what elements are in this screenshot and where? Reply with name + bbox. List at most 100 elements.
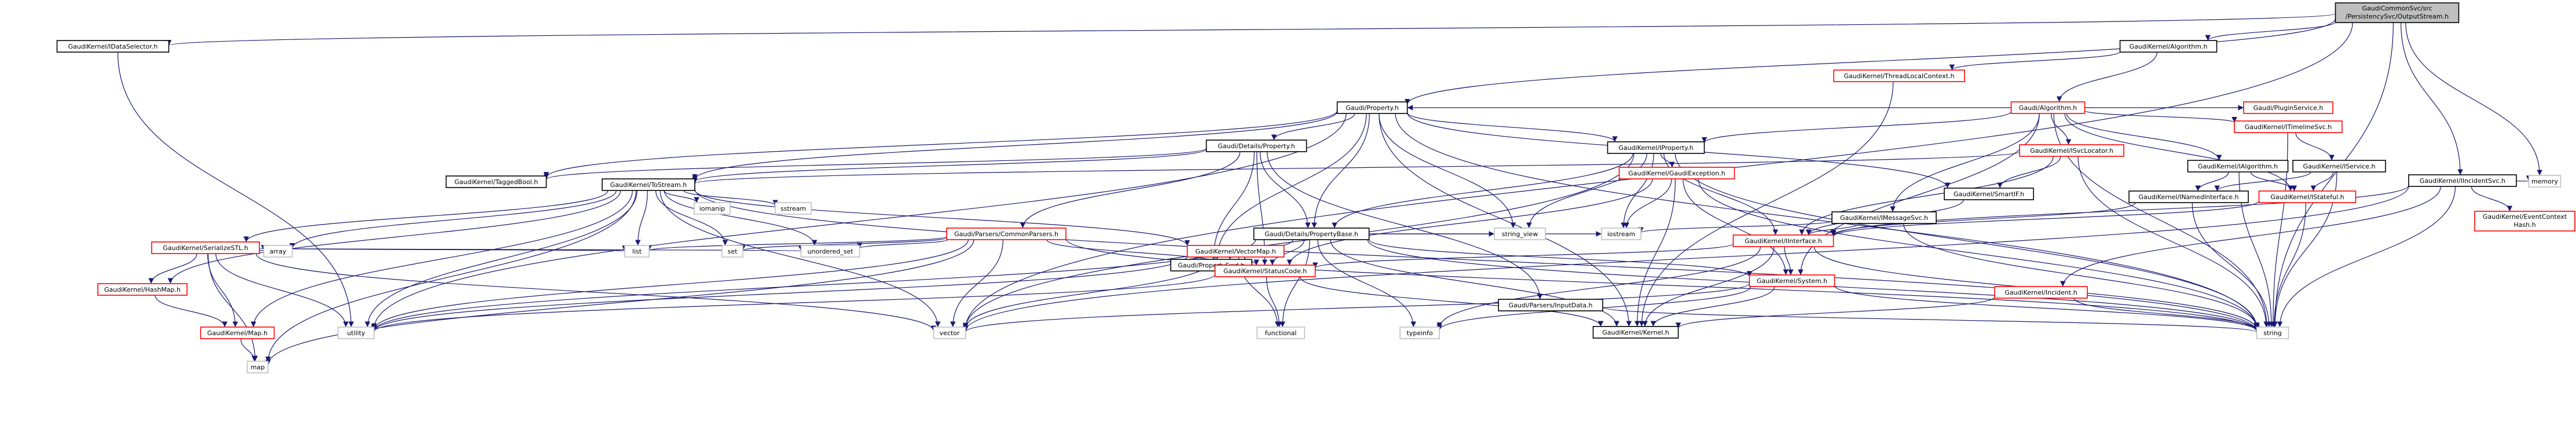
node-set: set bbox=[721, 245, 743, 258]
edge-galg-to-imsg bbox=[1890, 113, 2040, 212]
edge-tostr-to-set bbox=[655, 190, 728, 246]
node-label: GaudiKernel/IMessageSvc.h bbox=[1840, 214, 1928, 222]
node-iinc[interactable]: GaudiKernel/IIncidentSvc.h bbox=[2408, 174, 2517, 187]
node-dpbase[interactable]: Gaudi/Details/PropertyBase.h bbox=[1253, 227, 1370, 240]
node-label: unordered_set bbox=[807, 248, 853, 255]
node-box bbox=[56, 40, 170, 53]
edge-imsg-to-string bbox=[1903, 223, 2260, 328]
edge-serstl-to-gmap bbox=[207, 253, 239, 328]
edge-dpbase-to-functional bbox=[1280, 239, 1310, 328]
edge-serstl-to-unord bbox=[259, 245, 802, 252]
edge-iinc-to-string bbox=[2277, 186, 2456, 328]
node-box bbox=[2408, 174, 2517, 187]
node-tostr[interactable]: GaudiKernel/ToStream.h bbox=[602, 178, 695, 191]
node-serstl[interactable]: GaudiKernel/SerializeSTL.h bbox=[151, 241, 260, 254]
node-label: GaudiKernel/System.h bbox=[1757, 277, 1827, 285]
node-label: Gaudi/Property.h bbox=[1346, 104, 1398, 112]
edge-ialgh-to-galg bbox=[2056, 52, 2157, 102]
node-ialg[interactable]: GaudiKernel/IAlgorithm.h bbox=[2187, 160, 2289, 173]
edge-gprop-to-tostr bbox=[692, 111, 1338, 180]
node-iserv[interactable]: GaudiKernel/IService.h bbox=[2292, 160, 2386, 173]
node-label: utility bbox=[347, 329, 365, 337]
edge-tostr-to-sstream bbox=[683, 190, 778, 206]
edge-ialgh-to-tlc bbox=[1949, 51, 2121, 71]
edge-gprop-to-tagged bbox=[543, 110, 1338, 178]
node-gmap[interactable]: GaudiKernel/Map.h bbox=[200, 326, 275, 339]
edge-gexc-to-status bbox=[1287, 178, 1653, 266]
edge-status-to-utility bbox=[371, 274, 1216, 332]
node-imsg[interactable]: GaudiKernel/IMessageSvc.h bbox=[1831, 211, 1937, 224]
edge-iinc-to-iface bbox=[1830, 185, 2409, 237]
node-label: GaudiKernel/ISvcLocator.h bbox=[2030, 147, 2113, 155]
edge-inamed-to-string bbox=[2192, 202, 2272, 328]
edge-iface-to-typeinfo bbox=[1437, 246, 1761, 328]
edge-gprop-to-pfwd bbox=[1214, 113, 1367, 260]
node-kernel[interactable]: GaudiKernel/Kernel.h bbox=[1592, 326, 1679, 339]
edge-root-to-iinc bbox=[2401, 22, 2463, 175]
edge-iserv-to-istate bbox=[2310, 171, 2334, 192]
node-label: GaudiKernel/ToStream.h bbox=[610, 181, 687, 189]
node-tagged[interactable]: GaudiKernel/TaggedBool.h bbox=[445, 175, 547, 188]
node-galg[interactable]: Gaudi/Algorithm.h bbox=[2010, 101, 2086, 114]
node-status[interactable]: GaudiKernel/StatusCode.h bbox=[1214, 265, 1316, 277]
node-functional: functional bbox=[1256, 326, 1305, 339]
node-smartif[interactable]: GaudiKernel/SmartIF.h bbox=[1944, 188, 2034, 200]
edge-tostr-to-array bbox=[289, 190, 617, 249]
node-root[interactable]: GaudiCommonSvc/src/PersistencySvc/Output… bbox=[2335, 2, 2460, 23]
node-vmap[interactable]: GaudiKernel/VectorMap.h bbox=[1186, 245, 1285, 258]
node-plug[interactable]: Gaudi/PluginService.h bbox=[2243, 101, 2333, 114]
edge-tostr-to-string bbox=[694, 189, 2260, 332]
node-box bbox=[1749, 274, 1835, 287]
node-label: GaudiKernel/Algorithm.h bbox=[2130, 43, 2208, 50]
node-label: string bbox=[2263, 329, 2282, 337]
node-sysh[interactable]: GaudiKernel/System.h bbox=[1749, 274, 1835, 287]
edge-tostr-to-vector bbox=[659, 190, 941, 328]
node-gexc[interactable]: GaudiKernel/GaudiException.h bbox=[1618, 167, 1735, 179]
node-unord: unordered_set bbox=[800, 245, 860, 258]
node-box bbox=[1214, 265, 1316, 277]
node-label: iomanip bbox=[699, 205, 725, 212]
node-incident[interactable]: GaudiKernel/Incident.h bbox=[1994, 286, 2088, 299]
edge-galg-to-isvcl bbox=[2050, 113, 2072, 145]
node-cparse[interactable]: Gaudi/Parsers/CommonParsers.h bbox=[946, 227, 1067, 240]
node-box bbox=[445, 175, 547, 188]
node-inamed[interactable]: GaudiKernel/INamedInterface.h bbox=[2128, 190, 2249, 203]
node-label: GaudiKernel/IInterface.h bbox=[1745, 237, 1822, 245]
node-tlc[interactable]: GaudiKernel/ThreadLocalContext.h bbox=[1833, 69, 1965, 82]
node-box bbox=[338, 326, 375, 339]
edge-serstl-to-map bbox=[207, 253, 258, 362]
node-gprop[interactable]: Gaudi/Property.h bbox=[1336, 101, 1408, 114]
node-box bbox=[1205, 140, 1307, 152]
edge-iproph-to-string bbox=[1674, 153, 2260, 328]
node-itl[interactable]: GaudiKernel/ITimelineSvc.h bbox=[2234, 120, 2343, 133]
node-istate[interactable]: GaudiKernel/IStateful.h bbox=[2258, 190, 2357, 203]
edge-galg-to-ialg bbox=[2066, 113, 2222, 161]
edge-sysh-to-vector bbox=[963, 283, 1750, 332]
edge-gexc-to-string bbox=[1698, 178, 2260, 329]
edge-istate-to-string bbox=[2271, 202, 2306, 328]
node-iface[interactable]: GaudiKernel/IInterface.h bbox=[1732, 234, 1834, 247]
node-pinput[interactable]: Gaudi/Parsers/InputData.h bbox=[1498, 299, 1603, 311]
node-iproph[interactable]: GaudiKernel/IProperty.h bbox=[1607, 141, 1705, 154]
node-label: Gaudi/Algorithm.h bbox=[2019, 104, 2077, 112]
node-ialgh[interactable]: GaudiKernel/Algorithm.h bbox=[2119, 40, 2218, 53]
node-dprop[interactable]: Gaudi/Details/Property.h bbox=[1205, 140, 1307, 152]
node-box bbox=[2256, 326, 2289, 339]
node-hmap[interactable]: GaudiKernel/HashMap.h bbox=[97, 283, 188, 296]
edge-gexc-to-kernel bbox=[1634, 178, 1676, 327]
edge-gexc-to-iostream bbox=[1624, 178, 1672, 229]
node-label: GaudiKernel/HashMap.h bbox=[104, 286, 181, 293]
edge-gmap-to-map bbox=[240, 338, 257, 362]
node-isvcl[interactable]: GaudiKernel/ISvcLocator.h bbox=[2019, 144, 2124, 157]
edge-isvcl-to-smartif bbox=[1997, 156, 2061, 189]
node-idsel[interactable]: GaudiKernel/IDataSelector.h bbox=[56, 40, 170, 53]
node-box bbox=[1494, 227, 1546, 240]
node-box bbox=[2234, 120, 2343, 133]
node-box bbox=[721, 245, 743, 258]
node-box bbox=[1399, 326, 1440, 339]
edge-iproph-to-vector bbox=[962, 153, 1635, 329]
node-label: GaudiKernel/IIncidentSvc.h bbox=[2420, 177, 2505, 185]
node-box bbox=[933, 326, 966, 339]
